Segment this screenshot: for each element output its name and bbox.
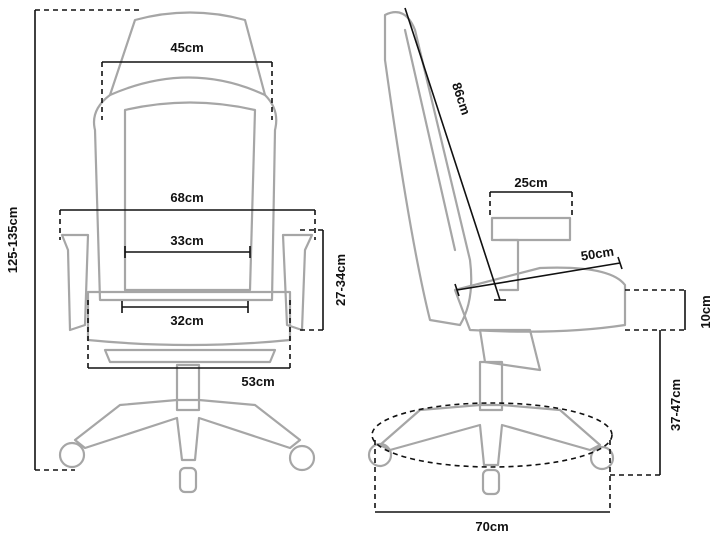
side-seat xyxy=(453,266,627,333)
headrest-width-label: 45cm xyxy=(170,40,203,55)
side-mechanism xyxy=(478,328,542,372)
front-wheel-left xyxy=(58,441,86,469)
side-backrest-inner xyxy=(403,28,457,252)
front-star-base xyxy=(73,398,302,462)
seat-height-label: 37-47cm xyxy=(668,379,683,431)
front-seat-base xyxy=(103,348,277,364)
front-backrest-inner xyxy=(123,101,257,292)
side-dimensions: 86cm 25cm 50cm 10cm 37-47cm 70cm xyxy=(371,7,713,534)
side-wheel-center xyxy=(481,468,501,496)
side-wheel-right xyxy=(589,445,615,471)
front-wheel-right xyxy=(288,444,316,472)
side-star-base xyxy=(378,403,602,467)
side-armrest-post xyxy=(498,238,520,292)
front-backrest xyxy=(92,11,278,302)
side-armrest xyxy=(490,216,572,242)
seat-thickness-label: 10cm xyxy=(698,295,713,328)
side-chair-drawing xyxy=(367,11,627,496)
base-diameter-label: 70cm xyxy=(475,519,508,534)
side-wheel-left xyxy=(367,442,393,468)
armrest-height-label: 27-34cm xyxy=(333,254,348,306)
total-height-label: 125-135cm xyxy=(5,207,20,274)
seat-base-width-label: 53cm xyxy=(241,374,274,389)
front-right-armrest xyxy=(281,233,314,332)
backrest-width-label: 33cm xyxy=(170,233,203,248)
seat-width-label: 32cm xyxy=(170,313,203,328)
side-backrest xyxy=(383,11,473,327)
backrest-height-label: 86cm xyxy=(449,80,474,116)
front-seat xyxy=(86,290,292,347)
front-headrest-line xyxy=(108,76,267,97)
front-chair-drawing xyxy=(58,11,316,494)
front-dimensions: 125-135cm 45cm 68cm 33cm 32cm 53cm 27-34… xyxy=(5,9,348,471)
front-gas-cylinder xyxy=(175,363,201,412)
armrest-length-label: 25cm xyxy=(514,175,547,190)
base-diameter-ellipse xyxy=(371,402,613,468)
front-wheel-center xyxy=(178,466,198,494)
seat-depth-label: 50cm xyxy=(580,244,615,264)
side-gas-cylinder xyxy=(478,360,504,412)
front-left-armrest xyxy=(60,233,90,332)
armrest-span-label: 68cm xyxy=(170,190,203,205)
